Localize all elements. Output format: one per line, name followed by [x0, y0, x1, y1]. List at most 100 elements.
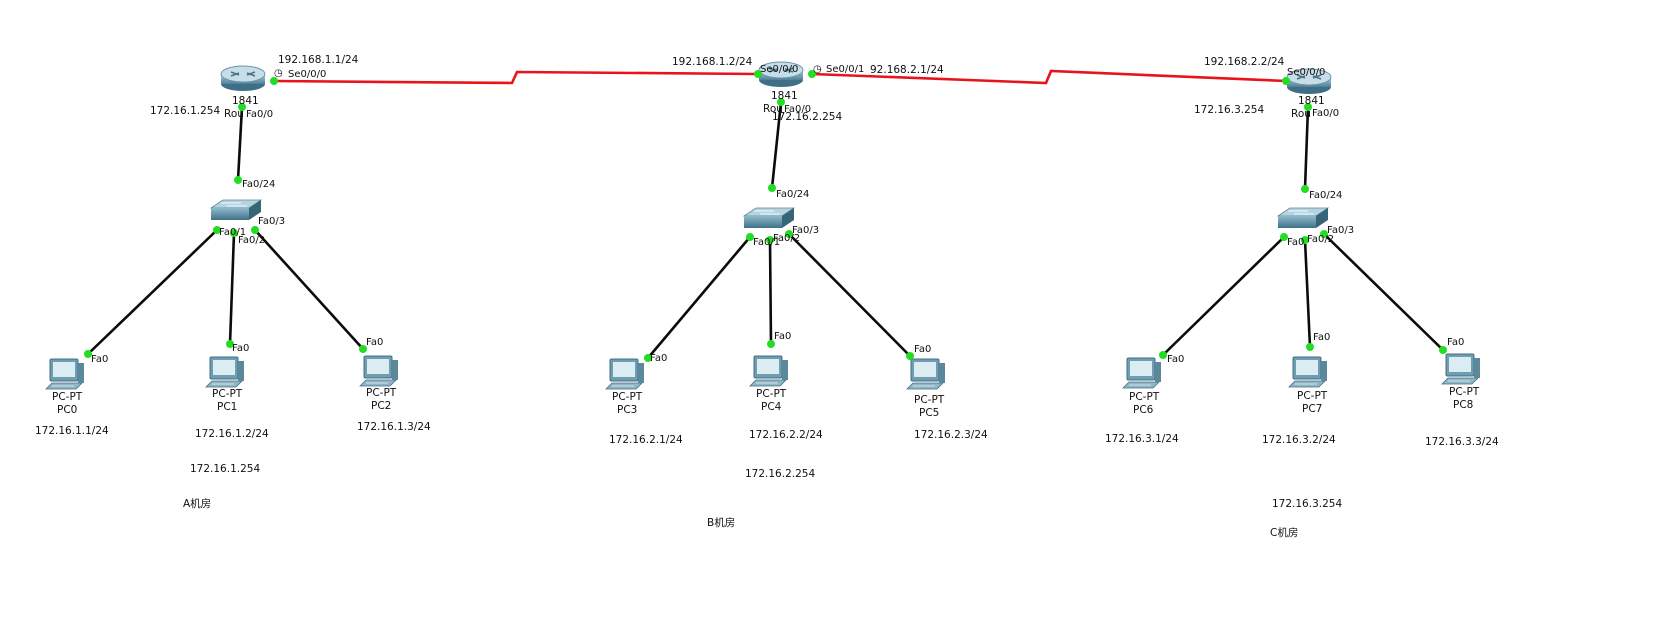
- router-model-label: 1841: [771, 90, 798, 102]
- switch-port-label: Fa0/2: [238, 235, 266, 246]
- port-status-dot: [1320, 230, 1328, 238]
- pc-port-label: Fa0: [1313, 332, 1331, 343]
- port-status-dot: [238, 103, 246, 111]
- port-status-dot: [906, 352, 914, 360]
- port-status-dot: [1439, 346, 1447, 354]
- serial-ip-label: 92.168.2.1/24: [870, 64, 944, 76]
- pc-port-label: Fa0: [1447, 337, 1465, 348]
- gateway-label: 172.16.2.254: [745, 468, 816, 480]
- port-status-dot: [1282, 77, 1290, 85]
- port-status-dot: [1280, 233, 1288, 241]
- port-status-dot: [230, 229, 238, 237]
- pc-icon[interactable]: [1288, 356, 1328, 388]
- router-name-label: Rou: [224, 108, 244, 120]
- pc-ip-label: 172.16.1.3/24: [357, 421, 431, 433]
- router-lan-ip-label: 172.16.1.254: [150, 105, 221, 117]
- serial-port-label: Se0/0/1: [826, 64, 865, 75]
- pc-model-label: PC-PT: [52, 391, 83, 403]
- port-status-dot: [234, 176, 242, 184]
- switch-icon[interactable]: [210, 199, 262, 221]
- pc-icon[interactable]: [359, 355, 399, 387]
- switch-icon[interactable]: [743, 207, 795, 229]
- pc-port-label: Fa0: [232, 343, 250, 354]
- ethernet-link: [788, 233, 911, 357]
- switch-port-label: Fa0/2: [1307, 234, 1335, 245]
- pc-name-label: PC0: [57, 404, 78, 416]
- pc-port-label: Fa0: [366, 337, 384, 348]
- router-icon[interactable]: [220, 65, 266, 92]
- serial-ip-label: 192.168.2.2/24: [1204, 56, 1285, 68]
- switch-port-label: Fa0/2: [773, 233, 801, 244]
- port-status-dot: [777, 98, 785, 106]
- pc-ip-label: 172.16.2.1/24: [609, 434, 683, 446]
- switch-port-label: Fa0/1: [753, 237, 781, 248]
- port-status-dot: [808, 70, 816, 78]
- pc-port-label: Fa0: [914, 344, 932, 355]
- switch-port-label: Fa0/1: [219, 227, 247, 238]
- pc-name-label: PC8: [1453, 399, 1474, 411]
- router-model-label: 1841: [1298, 95, 1325, 107]
- switch-uplink-port-label: Fa0/24: [776, 189, 810, 200]
- port-status-dot: [226, 340, 234, 348]
- serial-ip-label: 192.168.1.1/24: [278, 54, 359, 66]
- room-label: A机房: [183, 498, 212, 510]
- ethernet-link: [87, 229, 218, 355]
- pc-icon[interactable]: [906, 358, 946, 390]
- pc-name-label: PC4: [761, 401, 782, 413]
- port-status-dot: [1301, 185, 1309, 193]
- serial-port-label: Se0/0/0: [288, 69, 327, 80]
- ethernet-link: [228, 232, 236, 345]
- pc-port-label: Fa0: [91, 354, 109, 365]
- ethernet-link: [254, 229, 364, 350]
- router-lan-ip-label: 172.16.2.254: [772, 111, 843, 123]
- clock-icon: ◷: [813, 64, 822, 75]
- serial-link: [273, 70, 759, 85]
- serial-port-label: Se0/0/0: [760, 64, 799, 75]
- pc-port-label: Fa0: [1167, 354, 1185, 365]
- pc-ip-label: 172.16.2.3/24: [914, 429, 988, 441]
- ethernet-link: [770, 101, 783, 189]
- router-name-label: Rou: [1291, 108, 1311, 120]
- port-status-dot: [1304, 103, 1312, 111]
- pc-ip-label: 172.16.3.2/24: [1262, 434, 1336, 446]
- pc-model-label: PC-PT: [1449, 386, 1480, 398]
- room-label: C机房: [1270, 527, 1299, 539]
- port-status-dot: [768, 184, 776, 192]
- pc-name-label: PC2: [371, 400, 392, 412]
- pc-ip-label: 172.16.1.1/24: [35, 425, 109, 437]
- clock-icon: ◷: [274, 68, 283, 79]
- pc-icon[interactable]: [1122, 357, 1162, 389]
- port-status-dot: [270, 77, 278, 85]
- pc-model-label: PC-PT: [212, 388, 243, 400]
- pc-model-label: PC-PT: [1297, 390, 1328, 402]
- switch-port-label: Fa0/3: [792, 225, 820, 236]
- switch-uplink-port-label: Fa0/24: [1309, 190, 1343, 201]
- pc-icon[interactable]: [1441, 353, 1481, 385]
- port-status-dot: [359, 345, 367, 353]
- gateway-label: 172.16.1.254: [190, 463, 261, 475]
- gateway-label: 172.16.3.254: [1272, 498, 1343, 510]
- pc-name-label: PC7: [1302, 403, 1323, 415]
- pc-icon[interactable]: [45, 358, 85, 390]
- pc-name-label: PC1: [217, 401, 238, 413]
- serial-ip-label: 192.168.1.2/24: [672, 56, 753, 68]
- port-status-dot: [1301, 236, 1309, 244]
- port-status-dot: [746, 233, 754, 241]
- pc-icon[interactable]: [205, 356, 245, 388]
- switch-icon[interactable]: [1277, 207, 1329, 229]
- ethernet-link: [647, 236, 751, 359]
- ethernet-link: [1323, 233, 1444, 351]
- ethernet-link: [768, 239, 773, 345]
- pc-icon[interactable]: [605, 358, 645, 390]
- pc-ip-label: 172.16.1.2/24: [195, 428, 269, 440]
- ethernet-link: [1303, 239, 1312, 348]
- router-lan-port-label: Fa0/0: [246, 109, 274, 120]
- pc-icon[interactable]: [749, 355, 789, 387]
- pc-model-label: PC-PT: [366, 387, 397, 399]
- router-model-label: 1841: [232, 95, 259, 107]
- port-status-dot: [1306, 343, 1314, 351]
- switch-port-label: Fa0/3: [1327, 225, 1355, 236]
- serial-port-label: Se0/0/0: [1287, 67, 1326, 78]
- port-status-dot: [84, 350, 92, 358]
